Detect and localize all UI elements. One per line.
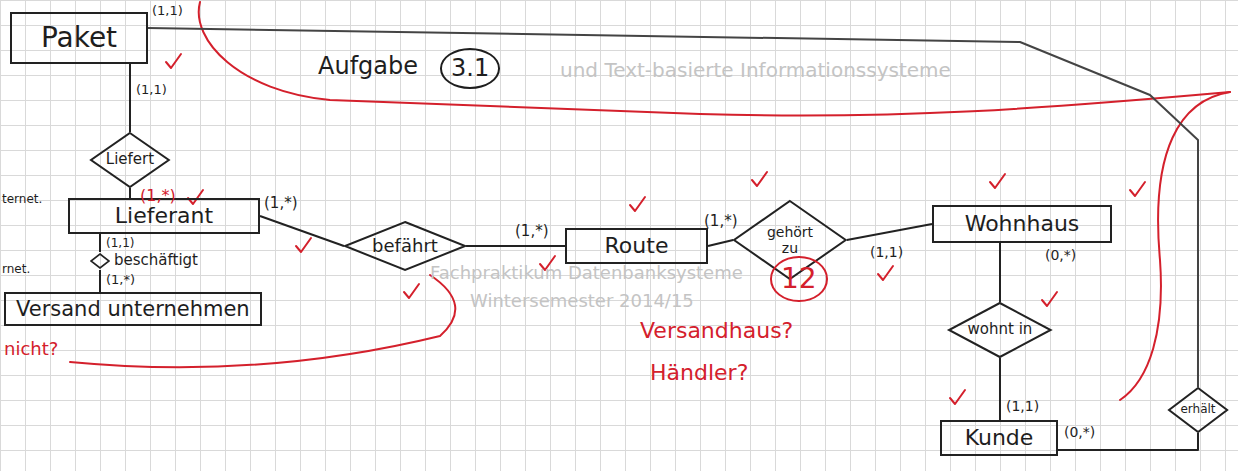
correction-note: Händler? <box>650 360 748 386</box>
paper-watermark: Fachpraktikum Datenbanksysteme <box>430 262 743 284</box>
cardinality: (1,*) <box>515 222 549 240</box>
entity-box: Wohnhaus <box>932 205 1112 243</box>
relationship-line <box>129 188 131 198</box>
node-label: Lieferant <box>115 203 213 228</box>
cardinality: (1,1) <box>136 82 167 98</box>
entity-box: Versand unternehmen <box>4 292 262 326</box>
cardinality: (1,1) <box>1006 398 1039 415</box>
check-mark <box>752 172 767 186</box>
node-label: Paket <box>41 22 117 54</box>
entity-box: Paket <box>10 12 148 64</box>
node-label: Liefert <box>106 151 154 168</box>
node-label: wohnt in <box>968 321 1033 338</box>
node-label: gehört zu <box>759 224 821 256</box>
entity-box: Kunde <box>940 420 1058 456</box>
check-mark <box>166 54 181 68</box>
relationship-line <box>999 358 1001 420</box>
correction-note: Versandhaus? <box>640 318 793 344</box>
relationship-line <box>708 240 733 246</box>
relationship-line <box>129 64 131 132</box>
paper-watermark: und Text-basierte Informationssysteme <box>560 58 951 82</box>
correction-curve <box>70 275 455 367</box>
relationship-diamond: erhält <box>1168 387 1228 433</box>
node-label: Wohnhaus <box>965 211 1080 236</box>
relationship-line <box>99 270 101 292</box>
task-number: 3.1 <box>440 48 500 89</box>
cardinality: (0,*) <box>1045 247 1076 264</box>
correction-note: nicht? <box>4 338 58 360</box>
check-mark <box>878 266 893 280</box>
diamond-shape <box>1169 388 1227 432</box>
cut-note: ternet. <box>2 192 42 206</box>
cut-note: rnet. <box>2 262 30 276</box>
diamond-shape <box>949 303 1051 357</box>
relationship-line <box>999 243 1001 302</box>
relationship-marker: beschäftigt <box>90 252 202 270</box>
relationship-line <box>847 224 932 240</box>
diamond-outline <box>90 253 110 269</box>
cardinality: (1,1) <box>106 236 134 250</box>
node-label: befährt <box>372 236 438 257</box>
node-label: Route <box>605 233 669 258</box>
check-mark <box>296 238 311 252</box>
relationship-line <box>466 245 565 247</box>
diamond-shape <box>91 133 169 187</box>
node-label: erhält <box>1180 403 1215 417</box>
cardinality: (1,*) <box>704 212 738 230</box>
check-mark <box>1130 182 1145 196</box>
node-label: Versand unternehmen <box>16 297 250 321</box>
score-number: 12 <box>770 256 828 302</box>
cardinality: (1,*) <box>264 194 298 212</box>
cardinality: (1,1) <box>152 3 183 19</box>
cardinality: (1,*) <box>106 272 135 288</box>
check-mark <box>950 390 965 404</box>
correction-curve <box>199 2 1230 116</box>
check-mark <box>404 284 419 298</box>
entity-box: Route <box>565 228 708 264</box>
correction-cardinality: (1,*) <box>140 186 176 205</box>
task-title: Aufgabe <box>318 52 418 81</box>
paper-watermark: Wintersemester 2014/15 <box>470 290 694 312</box>
diamond-shape <box>91 254 109 268</box>
node-label: Kunde <box>965 425 1034 450</box>
relationship-line <box>260 216 344 246</box>
check-mark <box>188 190 203 204</box>
cardinality: (0,*) <box>1064 424 1095 441</box>
check-mark <box>630 197 645 211</box>
correction-curve <box>1120 92 1230 400</box>
relationship-diamond: Liefert <box>90 132 170 188</box>
node-label: beschäftigt <box>114 252 198 269</box>
cardinality: (1,1) <box>870 244 903 261</box>
relationship-line <box>99 234 101 252</box>
check-mark <box>1042 292 1057 306</box>
relationship-diamond: wohnt in <box>948 302 1052 358</box>
check-mark <box>990 174 1005 188</box>
relationship-line <box>148 28 1198 387</box>
